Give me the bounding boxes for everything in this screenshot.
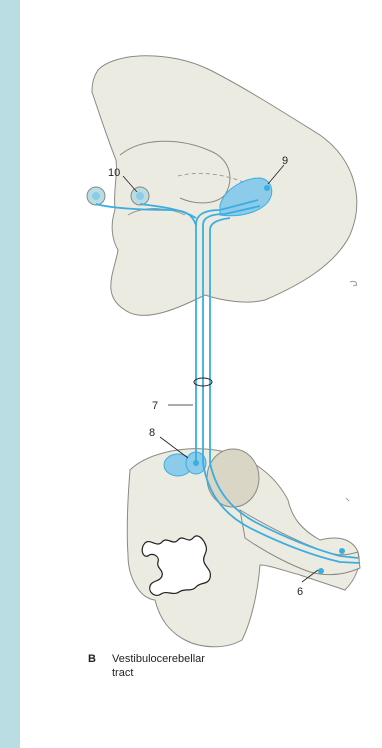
figure-caption: B Vestibulocerebellar tract [112, 652, 212, 680]
label-6: 6 [297, 586, 303, 598]
caption-letter: B [88, 652, 96, 666]
ganglion-dot [339, 548, 345, 554]
speck [353, 285, 356, 286]
ganglion-dot [318, 568, 324, 574]
ganglion-dot [193, 460, 199, 466]
speck [346, 498, 349, 501]
label-8: 8 [149, 427, 155, 439]
label-10: 10 [108, 167, 120, 179]
vestibulocerebellar-diagram: 10 9 7 8 6 [20, 0, 382, 748]
caption-text: Vestibulocerebellar tract [112, 652, 212, 680]
label-9: 9 [282, 155, 288, 167]
nucleus-10-right-core [136, 192, 144, 200]
ganglion-dot [264, 185, 270, 191]
nucleus-10-left-core [92, 192, 100, 200]
label-7: 7 [152, 400, 158, 412]
